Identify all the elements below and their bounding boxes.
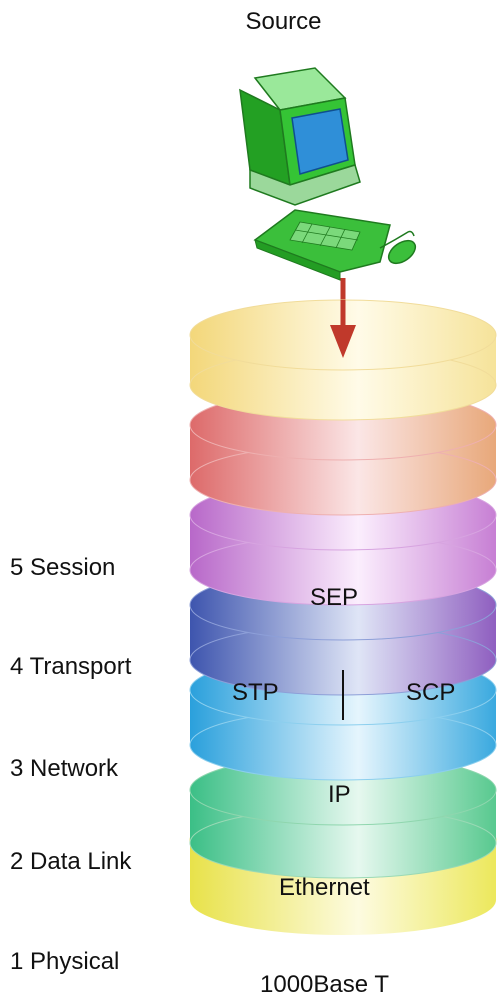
protocol-sep: SEP: [310, 584, 359, 611]
protocol-ip: IP: [328, 781, 351, 808]
keyboard: [253, 209, 391, 281]
layer-physical-label: 1 Physical: [10, 948, 120, 975]
layer-network-label: 3 Network: [10, 755, 119, 782]
layer-session-label: 5 Session: [10, 554, 116, 581]
protocol-1000base-t: 1000Base T: [260, 971, 389, 998]
mouse: [379, 230, 417, 265]
computer-icon: [239, 67, 417, 281]
monitor: [239, 67, 361, 206]
protocol-ethernet: Ethernet: [279, 874, 370, 901]
layer-data-link-label: 2 Data Link: [10, 848, 132, 875]
down-arrow-overlay-icon: [330, 300, 356, 358]
protocol-stp: STP: [232, 679, 279, 706]
protocol-scp: SCP: [406, 679, 456, 706]
source-label: Source: [245, 8, 322, 35]
layer-transport-label: 4 Transport: [10, 653, 132, 680]
